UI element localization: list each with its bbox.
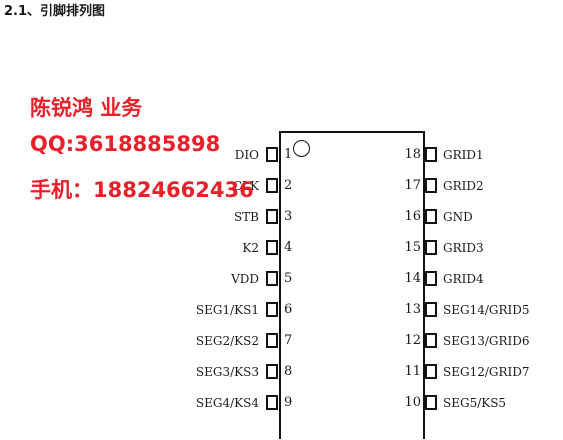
left-pin-number: 5 xyxy=(284,271,293,286)
right-pin-label: GRID3 xyxy=(443,241,484,255)
left-pin-number: 2 xyxy=(284,178,293,193)
right-pin-label: GRID4 xyxy=(443,272,484,286)
right-pin-number: 10 xyxy=(404,395,421,410)
right-pin-number: 11 xyxy=(404,364,421,379)
left-pin-box xyxy=(266,333,278,348)
left-pin-label: SEG3/KS3 xyxy=(195,365,259,379)
left-pin-label: STB xyxy=(233,210,259,224)
right-pin-number: 18 xyxy=(404,147,421,162)
section-heading: 2.1、引脚排列图 xyxy=(4,4,106,19)
right-pin-number: 13 xyxy=(404,302,421,317)
contact-phone: 手机：18824662436 xyxy=(30,178,254,202)
right-pin-label: SEG14/GRID5 xyxy=(443,303,530,317)
left-pin-label: VDD xyxy=(231,272,259,286)
right-pin-box xyxy=(425,271,437,286)
right-pin-number: 17 xyxy=(404,178,421,193)
right-pin-box xyxy=(425,240,437,255)
left-pin-label: SEG4/KS4 xyxy=(195,396,259,410)
pin1-notch-marker xyxy=(293,140,310,157)
right-pin-box xyxy=(425,333,437,348)
right-pin-box xyxy=(425,364,437,379)
ic-package-outline xyxy=(279,131,425,439)
right-pin-box xyxy=(425,178,437,193)
right-pin-label: GRID1 xyxy=(443,148,484,162)
left-pin-box xyxy=(266,271,278,286)
left-pin-box xyxy=(266,209,278,224)
right-pin-number: 12 xyxy=(404,333,421,348)
left-pin-label: SEG1/KS1 xyxy=(195,303,259,317)
left-pin-box xyxy=(266,364,278,379)
left-pin-box xyxy=(266,147,278,162)
right-pin-box xyxy=(425,395,437,410)
left-pin-number: 1 xyxy=(284,147,293,162)
left-pin-label: CLK xyxy=(232,179,259,193)
contact-qq: QQ:3618885898 xyxy=(30,132,221,156)
right-pin-box xyxy=(425,147,437,162)
right-pin-label: SEG5/KS5 xyxy=(443,396,507,410)
left-pin-label: SEG2/KS2 xyxy=(195,334,259,348)
left-pin-box xyxy=(266,178,278,193)
right-pin-box xyxy=(425,302,437,317)
left-pin-number: 8 xyxy=(284,364,293,379)
left-pin-box xyxy=(266,302,278,317)
left-pin-number: 9 xyxy=(284,395,293,410)
right-pin-label: GND xyxy=(443,210,473,224)
left-pin-number: 6 xyxy=(284,302,293,317)
right-pin-label: SEG13/GRID6 xyxy=(443,334,530,348)
right-pin-box xyxy=(425,209,437,224)
left-pin-box xyxy=(266,240,278,255)
contact-name: 陈锐鸿 业务 xyxy=(30,96,143,120)
left-pin-number: 7 xyxy=(284,333,293,348)
left-pin-number: 3 xyxy=(284,209,293,224)
right-pin-label: SEG12/GRID7 xyxy=(443,365,530,379)
left-pin-number: 4 xyxy=(284,240,293,255)
right-pin-number: 14 xyxy=(404,271,421,286)
right-pin-number: 15 xyxy=(404,240,421,255)
left-pin-label: K2 xyxy=(242,241,259,255)
right-pin-number: 16 xyxy=(404,209,421,224)
right-pin-label: GRID2 xyxy=(443,179,484,193)
left-pin-label: DIO xyxy=(234,148,259,162)
left-pin-box xyxy=(266,395,278,410)
